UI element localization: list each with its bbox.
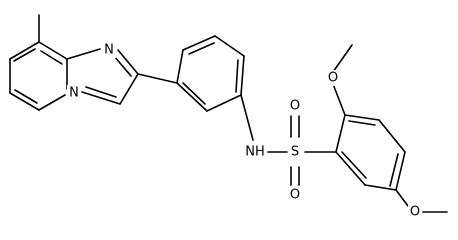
bond-ome-bottom-1 xyxy=(395,189,409,207)
bond-dm-4-inner xyxy=(389,153,399,187)
bond-ome-top-1 xyxy=(332,83,346,116)
bond-ph-2-inner xyxy=(188,42,215,55)
atom-nh: NH xyxy=(245,145,265,160)
atom-bg xyxy=(243,143,267,160)
atom-bg xyxy=(408,203,422,220)
bond-dm-6-inner xyxy=(341,151,367,179)
atom-bg xyxy=(288,143,302,160)
bond-ph-3 xyxy=(214,35,245,57)
bond-dm-3 xyxy=(378,119,406,153)
bond-im-3 xyxy=(119,73,139,105)
atom-bg xyxy=(288,186,302,203)
atom-sulfur: S xyxy=(291,145,299,160)
atom-labels: N N NH S O O O O xyxy=(67,42,422,220)
bond-dm-5 xyxy=(364,184,397,191)
bond-ph-2 xyxy=(182,35,216,51)
bond-dm-2-inner xyxy=(348,120,376,126)
chemical-structure: N N NH S O O O O xyxy=(9,14,448,220)
bond-py-6-inner xyxy=(40,50,63,65)
bond-ph-nh xyxy=(240,94,254,141)
bond-dm-1 xyxy=(335,114,346,153)
bond-ome-top-2 xyxy=(332,44,353,73)
atom-n-bridgehead: N xyxy=(69,86,79,101)
bond-im-4 xyxy=(81,91,121,105)
bond-im-2 xyxy=(117,49,139,75)
atom-o-sulfonyl-bottom: O xyxy=(290,188,300,203)
atom-o-methoxy-top: O xyxy=(328,71,338,86)
bond-dm-6 xyxy=(335,151,366,186)
bond-dm-4 xyxy=(395,151,406,191)
atom-bg xyxy=(102,42,116,58)
bond-py-1 xyxy=(9,41,40,60)
bond-ph-1 xyxy=(176,49,184,84)
bond-ph-4 xyxy=(240,55,245,96)
atom-bg xyxy=(67,85,81,101)
atom-bg xyxy=(288,98,302,114)
atom-o-sulfonyl-top: O xyxy=(290,99,300,114)
bond-py-3 xyxy=(9,92,40,111)
atom-n-imidazole: N xyxy=(104,43,114,58)
bond-ph-5 xyxy=(206,94,242,112)
bond-py-6 xyxy=(38,41,68,60)
bond-ph-4-inner xyxy=(235,59,239,93)
bond-ph-6-inner xyxy=(182,82,206,105)
bond-im-2-inner xyxy=(113,55,132,77)
bond-im-4-inner xyxy=(85,86,117,98)
bond-im-phenyl xyxy=(137,73,178,84)
bond-im-1 xyxy=(66,48,101,60)
atom-o-methoxy-bottom: O xyxy=(410,205,420,220)
bond-ph-6 xyxy=(176,82,208,112)
bond-py-4 xyxy=(38,94,66,111)
bond-py-3-inner xyxy=(14,89,38,104)
bond-py-1-inner xyxy=(13,48,36,62)
atom-bg xyxy=(326,70,340,86)
bonds xyxy=(9,14,448,213)
bond-dm-2 xyxy=(344,114,380,121)
